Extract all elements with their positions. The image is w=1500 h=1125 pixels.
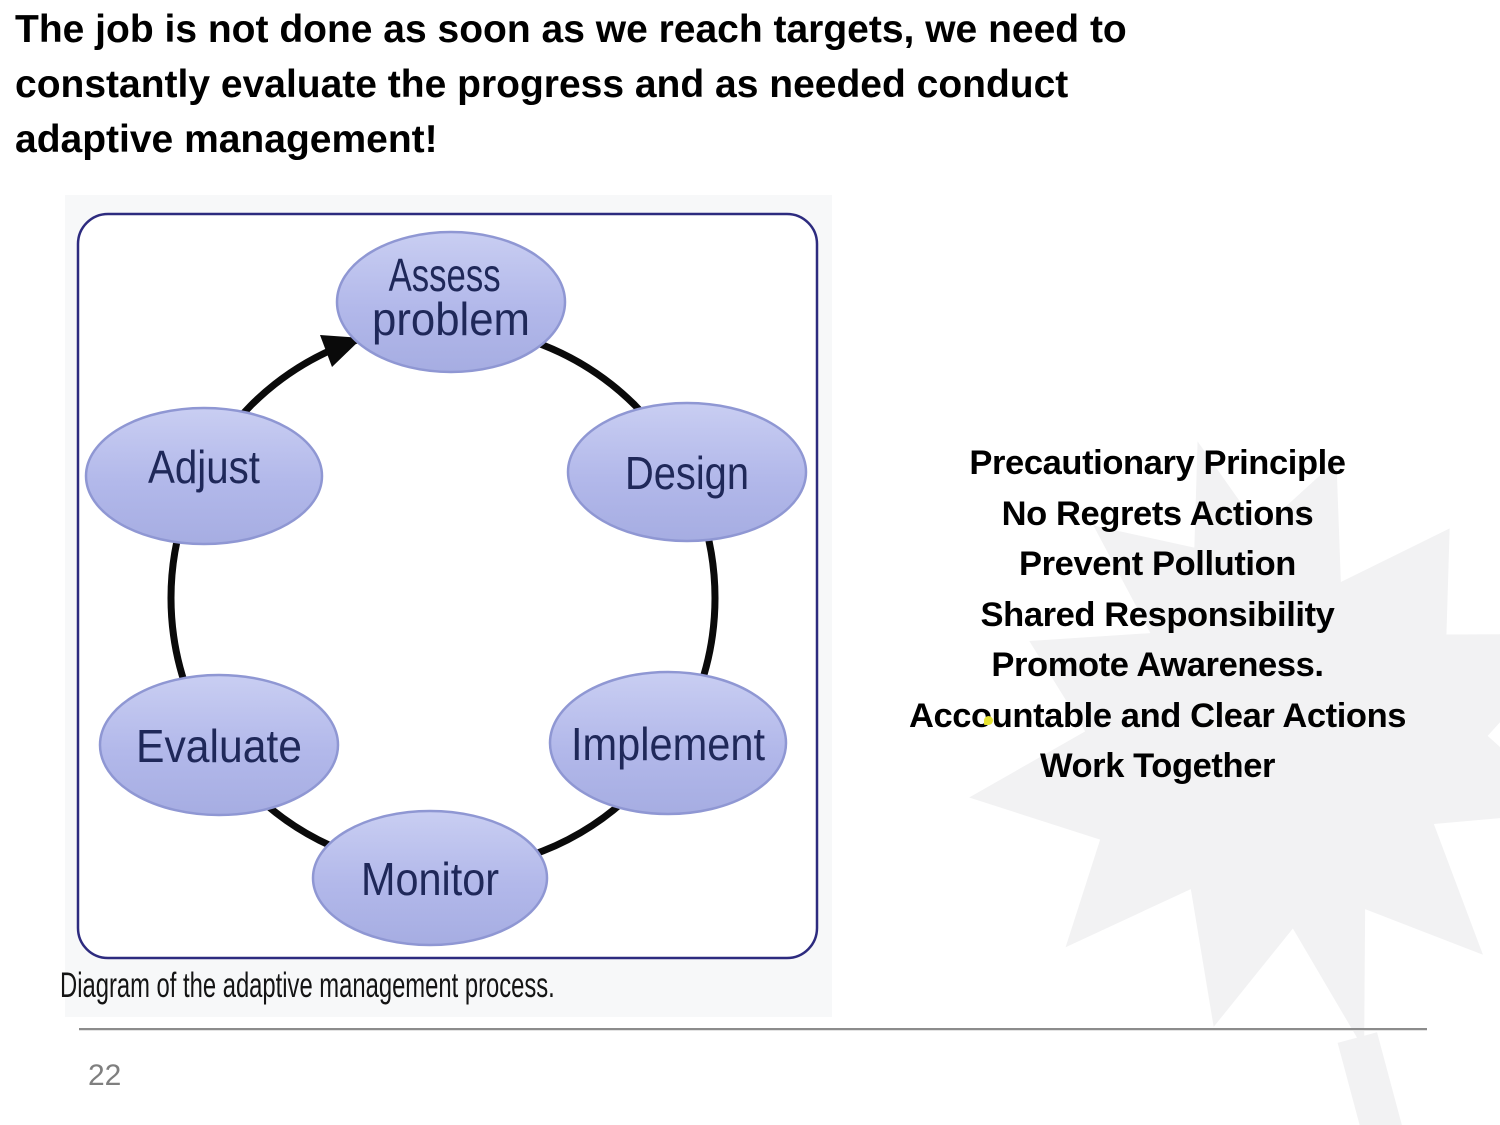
maple-leaf-watermark-icon (969, 441, 1500, 1125)
node-implement: Implement (548, 670, 788, 816)
title-line: The job is not done as soon as we reach … (15, 8, 1127, 51)
cycle-diagram: Assess problem Adjust Design Evaluate (76, 212, 819, 960)
principles-list: Precautionary Principle No Regrets Actio… (890, 438, 1425, 792)
adaptive-management-figure: Assess problem Adjust Design Evaluate (65, 195, 832, 1017)
figure-caption: Diagram of the adaptive management proce… (60, 966, 555, 1005)
title-line: constantly evaluate the progress and as … (15, 63, 1069, 106)
principle-line: Work Together (1039, 747, 1276, 785)
node-label: Monitor (361, 853, 499, 905)
node-label: problem (372, 293, 530, 345)
node-monitor: Monitor (311, 809, 549, 947)
principle-line: No Regrets Actions (1001, 494, 1314, 533)
principle-line: Promote Awareness. (991, 646, 1324, 684)
title-line: adaptive management! (15, 118, 438, 161)
principle-line: Prevent Pollution (1019, 545, 1296, 583)
page-number: 22 (88, 1059, 122, 1092)
svg-text:Assess problem: Assess problem (372, 249, 530, 345)
highlight-mark (984, 716, 993, 725)
node-label: Implement (571, 718, 765, 770)
principle-line: Precautionary Principle (969, 444, 1346, 482)
node-evaluate: Evaluate (98, 673, 340, 817)
node-assess-problem: Assess problem (335, 230, 567, 374)
page-title: The job is not done as soon as we reach … (15, 2, 1127, 167)
node-adjust: Adjust (84, 406, 324, 546)
node-label: Evaluate (136, 720, 302, 772)
node-label: Assess (389, 249, 501, 301)
node-label: Design (625, 447, 749, 499)
arrow-head-icon (320, 335, 362, 367)
principle-line: Accountable and Clear Actions (908, 696, 1407, 735)
node-design: Design (566, 401, 808, 543)
principle-line: Shared Responsibility (980, 595, 1335, 634)
footer-divider (79, 1028, 1427, 1031)
node-label: Adjust (148, 441, 260, 493)
